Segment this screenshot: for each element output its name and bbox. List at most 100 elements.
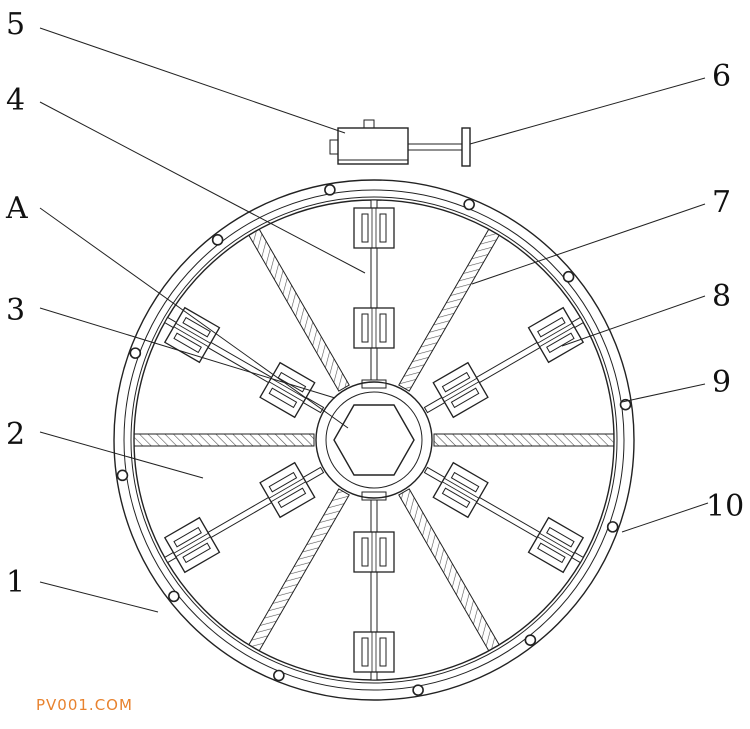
hub-ring-inner (325, 391, 423, 489)
spoke-bar (248, 228, 350, 392)
bolt-hole (273, 669, 285, 682)
plate-body (353, 207, 395, 249)
plate-slot (182, 316, 211, 338)
label-10: 10 (706, 489, 744, 524)
plate-slot (537, 542, 566, 564)
handwheel (408, 127, 471, 167)
spoke-bar (133, 433, 315, 447)
plate-slot (361, 637, 369, 667)
plate-slot (379, 313, 387, 343)
hatched-spoke (433, 433, 615, 447)
plate-slot (173, 526, 202, 548)
plate-body (527, 306, 585, 364)
plate-slot (277, 487, 307, 509)
plate-body (353, 531, 395, 573)
plate-slot (173, 332, 202, 354)
plate-seam (270, 481, 306, 503)
label-3: 3 (6, 293, 25, 328)
bolt-hole (562, 270, 575, 283)
clamp-plates (163, 207, 585, 673)
plate-body (432, 361, 489, 419)
clamp-plate (432, 361, 489, 419)
hatched-spoke (248, 488, 350, 652)
plate-body (259, 361, 316, 419)
plate-seam (270, 377, 306, 399)
plate-slot (441, 371, 471, 393)
plate-seam (444, 381, 480, 403)
ring-inner-edge-2 (130, 196, 618, 684)
label-1: 1 (6, 565, 25, 600)
bolt-hole (524, 634, 537, 646)
spoke-bar (433, 433, 615, 447)
plate-seam (539, 326, 575, 348)
bolt-hole (129, 347, 142, 359)
bolt-hole (463, 198, 475, 211)
plate-slot (537, 316, 566, 338)
plate-slot (361, 537, 369, 567)
plate-body (259, 461, 316, 519)
spoke-bar (398, 488, 500, 652)
hatched-spoke (398, 228, 500, 392)
clamp-plate (432, 461, 489, 519)
plate-slot (268, 387, 298, 409)
ring-inner-edge (123, 189, 625, 691)
plate-seam (539, 532, 575, 554)
plate-slot (361, 213, 369, 243)
plate-slot (182, 542, 211, 564)
bolt-hole (168, 590, 180, 603)
plate-slot (450, 387, 480, 409)
bolt-hole (211, 234, 224, 246)
bolt-holes (116, 184, 632, 696)
clamp-plate (527, 306, 585, 364)
clamp-plate (163, 306, 221, 364)
plate-seam (173, 532, 209, 554)
label-4: 4 (6, 83, 25, 118)
label-5: 5 (6, 7, 25, 42)
plate-slot (450, 471, 480, 493)
hex-shaft (333, 404, 415, 476)
spoke-bar (248, 488, 350, 652)
bolt-hole (606, 521, 619, 533)
actuator (329, 119, 409, 165)
plate-seam (175, 536, 211, 558)
plate-body (353, 631, 395, 673)
plate-body (527, 516, 585, 574)
clamp-plate (353, 307, 395, 349)
clamp-plate (163, 516, 221, 574)
plate-seam (268, 381, 304, 403)
label-6: 6 (712, 59, 731, 94)
clamp-plate (353, 207, 395, 249)
plate-slot (546, 332, 575, 354)
bolt-hole (116, 469, 129, 482)
label-7: 7 (712, 185, 731, 220)
plate-seam (268, 477, 304, 499)
plate-slot (441, 487, 471, 509)
plate-slot (268, 471, 298, 493)
plate-seam (175, 322, 211, 344)
plate-body (163, 516, 221, 574)
clamp-plate (353, 531, 395, 573)
label-a: A (5, 191, 28, 226)
hatched-spoke (248, 228, 350, 392)
plate-body (432, 461, 489, 519)
hub-lug-bottom (361, 491, 387, 501)
plate-body (353, 307, 395, 349)
bolt-hole (324, 184, 336, 196)
plate-body (163, 306, 221, 364)
watermark: PV001.COM (36, 696, 133, 714)
label-2: 2 (6, 417, 25, 452)
label-8: 8 (712, 279, 731, 314)
plate-slot (361, 313, 369, 343)
hub-ring (315, 381, 433, 499)
plate-seam (537, 536, 573, 558)
plate-seam (537, 322, 573, 344)
plate-seam (442, 481, 478, 503)
hatched-spoke (398, 488, 500, 652)
clamp-plate (353, 631, 395, 673)
plate-slot (379, 213, 387, 243)
hatched-spoke (133, 433, 315, 447)
plate-slot (546, 526, 575, 548)
label-9: 9 (712, 365, 731, 400)
